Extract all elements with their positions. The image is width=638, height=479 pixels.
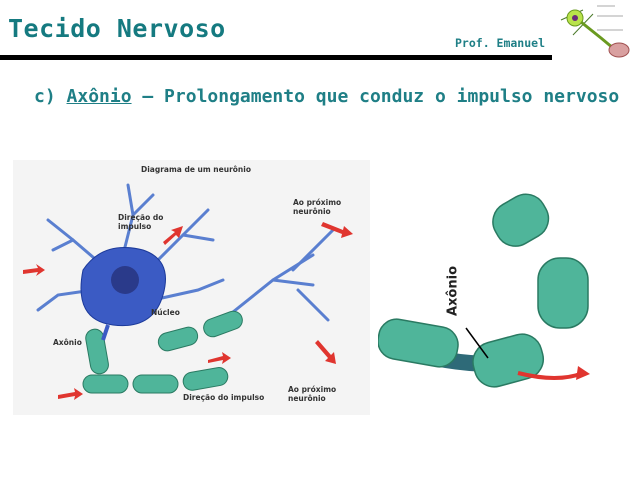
label-next-bottom-1: Ao próximo xyxy=(288,385,336,394)
section-heading: c) Axônio – Prolongamento que conduz o i… xyxy=(34,85,624,109)
neuron-logo-icon xyxy=(553,0,638,64)
axon-label-vertical: Axônio xyxy=(443,255,463,327)
heading-rest: – Prolongamento que conduz o impulso ner… xyxy=(132,86,620,107)
label-direction-top-1: Direção do xyxy=(118,213,163,222)
label-next-top-1: Ao próximo xyxy=(293,198,341,207)
label-nucleus: Núcleo xyxy=(151,308,180,317)
heading-term: Axônio xyxy=(67,86,132,107)
label-next-top-2: neurônio xyxy=(293,207,331,216)
author-label: Prof. Emanuel xyxy=(455,36,545,50)
heading-prefix: c) xyxy=(34,86,67,107)
page-title: Tecido Nervoso xyxy=(8,14,226,43)
label-direction-top-2: impulso xyxy=(118,222,151,231)
diagram-title: Diagrama de um neurônio xyxy=(141,165,251,174)
label-next-bottom-2: neurônio xyxy=(288,394,326,403)
header-divider xyxy=(0,55,552,60)
neuron-diagram: Diagrama de um neurônio Núcleo Axônio Di… xyxy=(13,160,370,415)
axon-closeup-image xyxy=(378,188,600,403)
label-direction-bottom: Direção do impulso xyxy=(183,393,264,402)
label-axon: Axônio xyxy=(53,338,82,347)
